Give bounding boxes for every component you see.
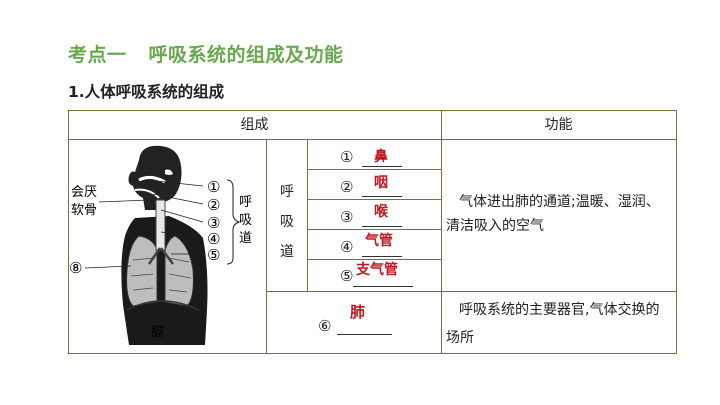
row-num-5: ⑤ bbox=[340, 267, 354, 285]
header-function: 功能 bbox=[544, 117, 573, 133]
answer-6: 肺 bbox=[350, 303, 366, 321]
section-title: 考点一呼吸系统的组成及功能 bbox=[68, 40, 344, 67]
subtitle: 1.人体呼吸系统的组成 bbox=[68, 83, 225, 101]
fig-num-1: ① bbox=[207, 178, 220, 196]
answer-5: 支气管 bbox=[356, 262, 398, 278]
respiratory-system-figure: ① ② ③ ④ ⑤ ⑧ 呼 吸 道 会厌 软骨 膈 bbox=[69, 145, 252, 345]
section-title-topic: 呼吸系统的组成及功能 bbox=[148, 44, 344, 66]
airway-function: 气体进出肺的通道;温暖、湿润、清洁吸入的空气 bbox=[446, 194, 660, 234]
fig-airway-char-3: 道 bbox=[239, 231, 252, 246]
lung-function: 呼吸系统的主要器官,气体交换的场所 bbox=[446, 302, 660, 346]
fig-num-5: ⑤ bbox=[207, 246, 220, 264]
answer-1: 鼻 bbox=[374, 149, 388, 165]
answer-4: 气管 bbox=[365, 233, 393, 249]
fig-airway-char-2: 吸 bbox=[239, 213, 252, 228]
fig-num-4: ④ bbox=[207, 230, 220, 248]
fig-num-2: ② bbox=[207, 196, 220, 214]
fig-airway-char-1: 呼 bbox=[239, 195, 252, 210]
airway-char-3: 道 bbox=[280, 244, 294, 260]
airway-char-1: 呼 bbox=[280, 184, 294, 200]
row-num-4: ④ bbox=[340, 238, 354, 256]
fig-diaphragm-label: 膈 bbox=[151, 325, 164, 340]
fig-epiglottis-2: 软骨 bbox=[71, 203, 97, 218]
section-title-main: 考点一 bbox=[68, 44, 127, 66]
row-num-6: ⑥ bbox=[318, 317, 332, 335]
fig-num-8: ⑧ bbox=[69, 259, 82, 277]
row-num-3: ③ bbox=[340, 208, 354, 226]
row-num-1: ① bbox=[340, 148, 354, 166]
answer-3: 喉 bbox=[374, 204, 388, 220]
fig-num-3: ③ bbox=[207, 214, 220, 232]
airway-char-2: 吸 bbox=[280, 214, 294, 230]
header-composition: 组成 bbox=[240, 117, 269, 133]
fig-epiglottis-1: 会厌 bbox=[71, 185, 97, 200]
answer-2: 咽 bbox=[374, 175, 388, 191]
row-num-2: ② bbox=[340, 178, 354, 196]
